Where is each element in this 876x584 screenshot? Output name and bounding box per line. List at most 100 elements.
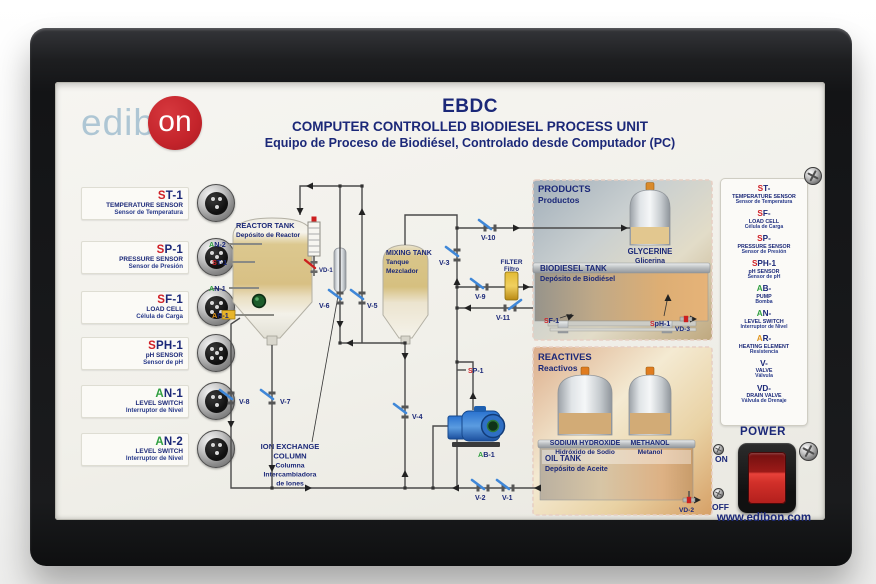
title-spanish: Equipo de Proceso de Biodiésel, Controla… xyxy=(264,136,676,150)
din-connector-st1[interactable] xyxy=(197,184,235,222)
connector-row-sph1: SPH-1 pH SENSOR Sensor de pH xyxy=(81,334,235,372)
svg-text:SODIUM HYDROXIDE: SODIUM HYDROXIDE xyxy=(550,440,621,447)
valve-v1 xyxy=(495,478,516,493)
din-connector-sph1[interactable] xyxy=(197,334,235,372)
reactor-tank xyxy=(232,217,313,346)
drain-label-vd3: VD-3 xyxy=(675,326,690,333)
screw xyxy=(713,488,724,499)
reactives-labels: REACTIVES Reactivos SODIUM HYDROXIDE Hid… xyxy=(538,351,670,473)
connector-row-an1: AN-1 LEVEL SWITCH Interruptor de Nivel xyxy=(81,382,235,420)
valve-v4 xyxy=(392,402,410,420)
valve-labels: V-8 V-7 V-6 V-5 V-4 V-3 V-10 V-9 V-11 V-… xyxy=(239,235,513,502)
valve-v6 xyxy=(327,288,345,306)
label-plate-sp1: SP-1 PRESSURE SENSOR Sensor de Presión xyxy=(81,240,189,274)
din-connector-an2[interactable] xyxy=(197,430,235,468)
svg-text:COLUMN: COLUMN xyxy=(273,452,306,461)
power-rocker[interactable] xyxy=(748,452,786,504)
heating-element xyxy=(221,310,236,320)
power-switch[interactable] xyxy=(738,443,796,513)
svg-text:Mezclador: Mezclador xyxy=(386,268,419,275)
methanol-vessel xyxy=(628,366,672,436)
connector-row-an2: AN-2 LEVEL SWITCH Interruptor de Nivel xyxy=(81,430,235,468)
ion-exchange-leader xyxy=(311,295,339,443)
svg-text:MIXING TANK: MIXING TANK xyxy=(386,250,432,257)
sodium-hydroxide-vessel xyxy=(557,366,613,436)
power-on-label: ON xyxy=(715,454,728,464)
title-english: COMPUTER CONTROLLED BIODIESEL PROCESS UN… xyxy=(291,119,649,134)
svg-text:Intercambiadora: Intercambiadora xyxy=(264,472,317,479)
label-plate-an1: AN-1 LEVEL SWITCH Interruptor de Nivel xyxy=(81,384,189,418)
reactor-tank-label: REACTOR TANK Depósito de Reactor xyxy=(236,221,301,239)
svg-text:REACTOR TANK: REACTOR TANK xyxy=(236,221,295,230)
label-plate-st1: ST-1 TEMPERATURE SENSOR Sensor de Temper… xyxy=(81,186,189,220)
tag-ab1: AB-1 xyxy=(478,450,495,459)
svg-text:V-4: V-4 xyxy=(412,414,423,421)
svg-text:V-2: V-2 xyxy=(475,495,486,502)
biodiesel-tank xyxy=(532,262,711,334)
drain-label-vd1: VD-1 xyxy=(319,268,333,274)
sight-window xyxy=(251,293,267,309)
svg-text:REACTIVES: REACTIVES xyxy=(538,351,592,362)
drain-valve-vd2 xyxy=(682,496,696,504)
label-plate-sf1: SF-1 LOAD CELL Célula de Carga xyxy=(81,290,189,324)
valve-v7 xyxy=(259,388,277,406)
logo-text: edib xyxy=(81,102,155,143)
logo-red-circle: on xyxy=(147,96,202,150)
svg-text:V-8: V-8 xyxy=(239,399,250,406)
edibon-logo: edib on xyxy=(81,96,202,150)
connector-row-st1: ST-1 TEMPERATURE SENSOR Sensor de Temper… xyxy=(81,184,235,222)
svg-text:Depósito de Reactor: Depósito de Reactor xyxy=(236,232,301,239)
label-plate-an2: AN-2 LEVEL SWITCH Interruptor de Nivel xyxy=(81,432,189,466)
tag-sf1: SF-1 xyxy=(544,318,559,325)
label-plate-sph1: SPH-1 pH SENSOR Sensor de pH xyxy=(81,336,189,370)
valve-v8 xyxy=(218,388,236,406)
valve-v10 xyxy=(477,218,498,233)
drain-label-vd2: VD-2 xyxy=(679,507,694,514)
tag-sp1: SP-1 xyxy=(468,368,484,375)
svg-text:OIL TANK: OIL TANK xyxy=(545,454,581,463)
valve-v5 xyxy=(349,288,367,306)
website-text: www.edibon.com xyxy=(716,512,812,524)
din-connector-an1[interactable] xyxy=(197,382,235,420)
svg-text:Depósito de Aceite: Depósito de Aceite xyxy=(545,466,608,473)
pipes xyxy=(230,185,698,501)
process-diagram: AN-2 ST-1 AN-1 AR-1 VD-1 xyxy=(209,179,713,516)
equipment-enclosure: edib on EBDC COMPUTER CONTROLLED BIODIES… xyxy=(30,28,852,566)
header: EBDC COMPUTER CONTROLLED BIODIESEL PROCE… xyxy=(205,96,735,150)
screw xyxy=(799,442,818,461)
tag-an2: AN-2 xyxy=(209,240,226,249)
level-sight-glass xyxy=(307,216,321,276)
svg-text:V-1: V-1 xyxy=(502,495,513,502)
reactor-probes xyxy=(229,243,274,316)
front-panel: edib on EBDC COMPUTER CONTROLLED BIODIES… xyxy=(55,82,825,524)
svg-text:Metanol: Metanol xyxy=(638,449,663,456)
svg-text:ION EXCHANGE: ION EXCHANGE xyxy=(261,442,320,451)
drain-valve-vd3 xyxy=(679,315,693,323)
tag-ar1: AR-1 xyxy=(212,311,229,320)
din-connector-sf1[interactable] xyxy=(197,288,235,326)
svg-text:Tanque: Tanque xyxy=(386,259,409,266)
svg-text:METHANOL: METHANOL xyxy=(630,440,669,447)
tag-st1: ST-1 xyxy=(212,258,227,267)
svg-text:V-7: V-7 xyxy=(280,399,291,406)
filter: FILTER Filtro xyxy=(501,259,523,301)
svg-text:de Iones: de Iones xyxy=(276,481,304,488)
svg-text:PRODUCTS: PRODUCTS xyxy=(538,183,591,194)
products-labels: PRODUCTS Productos GLYCERINE Glicerina B… xyxy=(538,183,672,283)
model-code: EBDC xyxy=(442,96,498,117)
tag-an1: AN-1 xyxy=(209,284,226,293)
valve-v11 xyxy=(502,298,523,313)
connector-row-sf1: SF-1 LOAD CELL Célula de Carga xyxy=(81,288,235,326)
screw xyxy=(804,167,822,185)
ion-exchange-label: ION EXCHANGE COLUMN Columna Intercambiad… xyxy=(261,442,320,488)
pump-ab1 xyxy=(447,406,506,447)
